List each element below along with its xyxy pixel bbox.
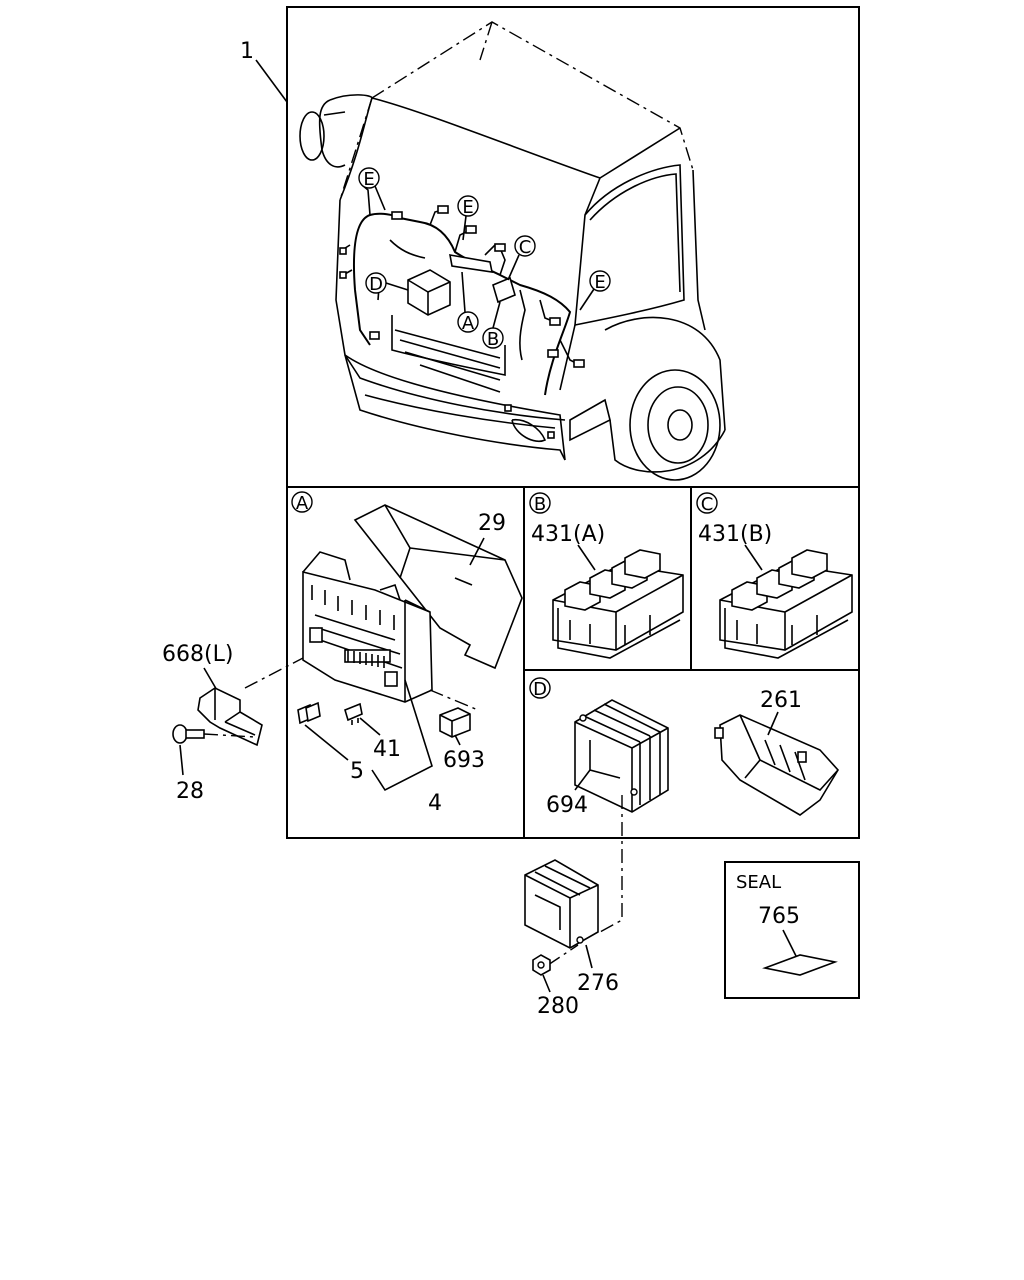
panel-a-marker <box>291 491 313 513</box>
callout-nut: 280 <box>537 994 579 1019</box>
panel-d-marker-label: D <box>533 679 547 700</box>
marker-e-right <box>589 270 611 292</box>
panel-a: A 29 41 <box>244 491 523 816</box>
marker-e-left-label: E <box>363 169 374 190</box>
callout-relay-a: 431(A) <box>531 522 605 547</box>
callout-harness-leader <box>255 59 288 103</box>
wiring-harness <box>339 184 585 439</box>
seal-box: SEAL 765 <box>724 861 860 999</box>
panel-c: C 431(B) <box>696 492 853 659</box>
ecu-assembly: 276 280 <box>524 859 619 1019</box>
marker-d-label: D <box>369 274 383 295</box>
callout-bolt: 28 <box>176 779 204 804</box>
panel-d-marker <box>529 677 551 699</box>
marker-a-label: A <box>462 313 475 334</box>
callout-relay-small: 693 <box>443 748 485 773</box>
marker-e-left <box>358 167 380 189</box>
panel-a-marker-label: A <box>296 493 309 514</box>
callout-harness: 1 <box>240 39 254 64</box>
callout-module: 694 <box>546 793 588 818</box>
seal-box-title: SEAL <box>736 872 781 893</box>
cab-markers: E E C E D A B <box>358 167 611 350</box>
panel-c-marker <box>696 492 718 514</box>
callout-fuse-cover: 29 <box>478 511 506 536</box>
marker-e-right-label: E <box>594 272 605 293</box>
callout-fuse-small: 5 <box>350 759 364 784</box>
callout-seal: 765 <box>758 904 800 929</box>
panel-d: D 694 261 <box>529 677 839 818</box>
callout-fuse-set: 4 <box>428 791 442 816</box>
callout-bracket: 668(L) <box>162 642 233 667</box>
marker-c <box>514 235 536 257</box>
callout-fuse-mini: 41 <box>373 737 401 762</box>
truck-cab-illustration <box>299 21 726 481</box>
marker-e-center <box>457 195 479 217</box>
panel-b-marker-label: B <box>534 494 546 515</box>
ecu-link <box>599 795 623 933</box>
marker-c-label: C <box>519 237 532 258</box>
main-frame <box>286 6 860 839</box>
panel-b: B 431(A) <box>529 492 684 659</box>
marker-a <box>457 311 479 333</box>
callout-cover: 261 <box>760 688 802 713</box>
marker-e-center-label: E <box>462 197 473 218</box>
seal-part <box>762 954 838 976</box>
bracket-assembly: 668(L) 28 <box>162 642 263 804</box>
marker-b-label: B <box>487 329 499 350</box>
panel-b-marker <box>529 492 551 514</box>
callout-relay-b: 431(B) <box>698 522 772 547</box>
callout-ecu: 276 <box>577 971 619 996</box>
panel-c-marker-label: C <box>701 494 714 515</box>
